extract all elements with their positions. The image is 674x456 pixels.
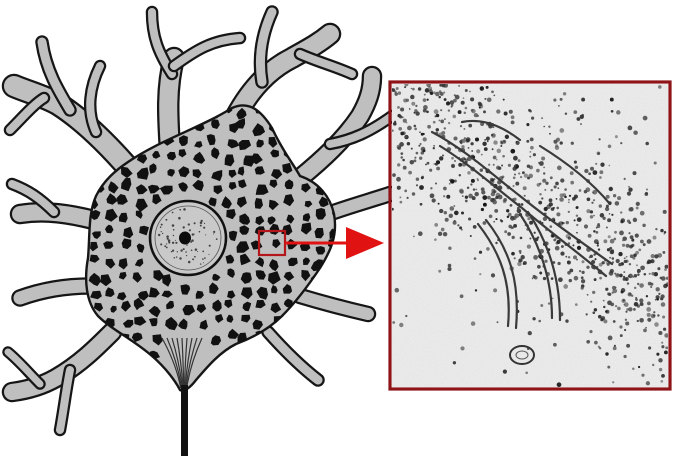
cell-nucleus — [150, 201, 226, 275]
electron-micrograph-inset — [390, 82, 670, 389]
axon — [181, 385, 188, 456]
nucleolus — [179, 232, 191, 245]
